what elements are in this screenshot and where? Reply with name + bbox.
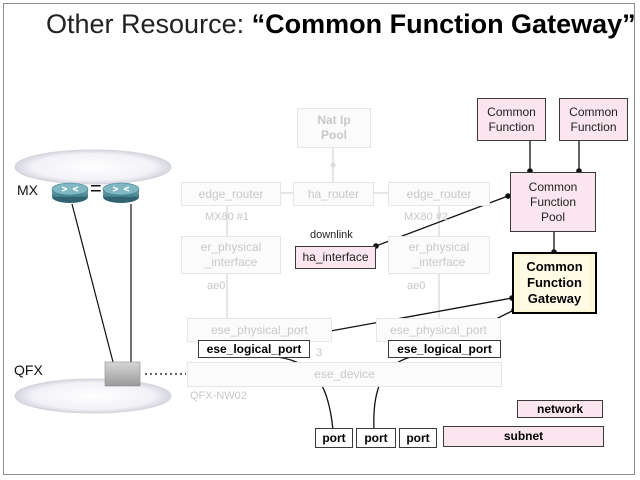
mx-qfx-link-1: [71, 203, 114, 363]
ese-logical-port-box-2[interactable]: ese_logical_port: [388, 340, 501, 358]
mx-platform-disc: [14, 149, 172, 185]
router-icon: [51, 182, 89, 203]
edge-router-box-2[interactable]: edge_router: [388, 182, 490, 206]
qfx-platform-disc: [14, 378, 172, 414]
port-box-1[interactable]: port: [315, 428, 353, 448]
port-box-3[interactable]: port: [399, 428, 437, 448]
common-function-gateway-label: Common Function Gateway: [520, 256, 589, 310]
equals-sign: =: [90, 178, 102, 200]
common-function-gateway-box[interactable]: Common Function Gateway: [512, 252, 597, 314]
switch-icon: [104, 361, 141, 387]
common-function-pool-box[interactable]: Common Function Pool: [510, 172, 596, 232]
nat-pool-connector-dot: [330, 162, 336, 168]
mx-label: MX: [17, 182, 38, 198]
network-box[interactable]: network: [517, 400, 603, 418]
er-physical-interface-box-2[interactable]: er_physical _interface: [388, 236, 490, 274]
mx80-1-caption: MX80 #1: [205, 211, 250, 223]
v3-caption: 3: [316, 347, 323, 359]
ha-interface-box[interactable]: ha_interface: [295, 246, 376, 269]
common-function-box-1[interactable]: Common Function: [477, 98, 546, 141]
port-box-2[interactable]: port: [356, 428, 396, 448]
slide-title: Other Resource: “Common Function Gateway…: [46, 6, 636, 42]
qfx-nw02-caption: QFX-NW02: [190, 390, 247, 402]
title-bold: “Common Function Gateway”: [251, 9, 636, 39]
ese-logical-port-box-1[interactable]: ese_logical_port: [198, 340, 310, 358]
ese-device-box[interactable]: ese_device: [187, 362, 502, 387]
ae0-caption-2: ae0: [407, 280, 426, 292]
qfx-label: QFX: [14, 362, 43, 378]
router-icon: [102, 182, 140, 203]
ese-physical-port-box-1[interactable]: ese_physical_port: [187, 318, 332, 342]
er-physical-interface-box-1[interactable]: er_physical _interface: [181, 236, 281, 274]
downlink-caption: downlink: [310, 229, 353, 241]
title-prefix: Other Resource:: [46, 9, 252, 39]
ae0-caption-1: ae0: [207, 280, 226, 292]
nat-ip-pool-box[interactable]: Nat Ip Pool: [297, 108, 371, 148]
common-function-box-2[interactable]: Common Function: [559, 98, 628, 141]
ha-router-box[interactable]: ha_router: [293, 182, 374, 206]
edge-router-box-1[interactable]: edge_router: [181, 182, 281, 206]
subnet-box[interactable]: subnet: [443, 426, 604, 447]
ese-physical-port-box-2[interactable]: ese_physical_port: [376, 318, 501, 342]
mx80-2-caption: MX80 #2: [404, 211, 449, 223]
